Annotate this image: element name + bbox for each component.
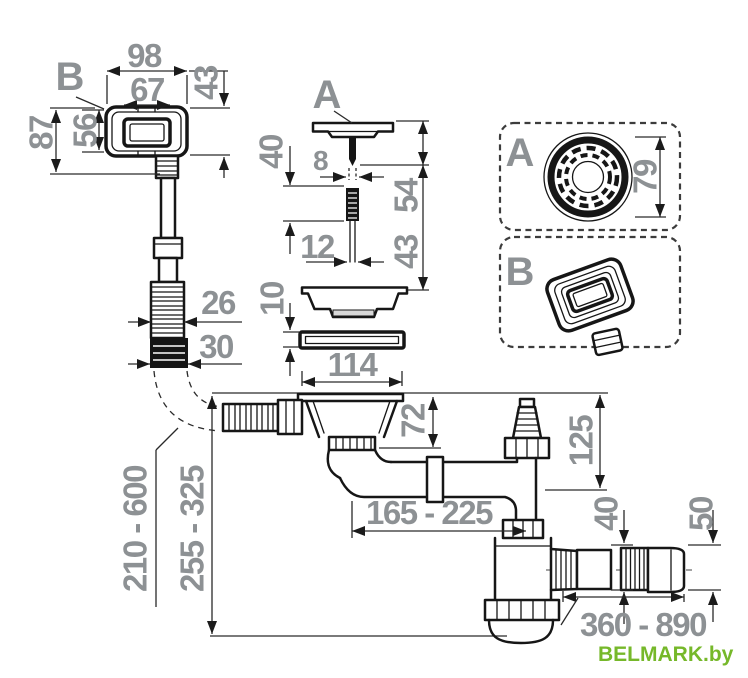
outlet-extension [619,546,686,594]
dimension-lines [50,66,721,634]
watermark: BELMARK.by [598,643,734,666]
callout-drain-cap: A [313,73,342,117]
hose-length-leader [155,427,179,451]
dim-overflow-depth: 87 [23,116,60,150]
dim-pipe-length: 165 - 225 [366,494,493,531]
detail-panel-b [498,235,682,357]
inlet-hose [221,398,304,436]
outlet-length-leader [560,597,579,626]
dim-flange-diameter: 114 [328,346,379,383]
locking-screw [346,188,359,263]
rubber-washer [298,330,406,350]
labels: 98 67 43 56 87 B A 40 8 12 54 43 10 114 … [23,37,734,666]
dim-outlet-end-od: 50 [683,497,720,531]
panel-a-label: A [506,131,535,175]
dim-trap-drop: 255 - 325 [174,465,211,592]
dim-body-height: 72 [395,403,432,438]
sink-flange-body [296,392,405,480]
detail-panel-a [498,121,682,232]
strainer-detail [543,132,633,222]
dim-overflow-height: 56 [67,113,104,148]
callout-overflow: B [56,55,85,99]
dim-strainer-diameter: 79 [627,159,664,194]
dim-hose-small-od: 26 [201,284,236,321]
dim-pin-diameter: 8 [313,145,328,176]
dim-washer-height: 10 [254,282,291,316]
waste-pipe [338,455,518,522]
dim-hose-large-od: 30 [199,328,233,365]
dim-overflow-inner-width: 67 [130,71,164,108]
drain-cap [311,121,395,166]
dim-screw-height: 43 [388,234,425,269]
hose-bend-ghost-inner [186,370,223,408]
cap-pin [349,137,356,166]
dim-hose-length: 210 - 600 [117,466,154,592]
dim-overflow-width: 98 [127,37,162,74]
dim-side-inlet-height: 125 [563,415,600,467]
callout-a-leader [333,110,353,124]
dim-overflow-inner-height: 43 [188,65,225,100]
overflow-cover-3d-stub [591,327,624,357]
reference-lines [210,392,608,637]
dim-screw-diameter: 12 [300,228,335,265]
overflow-hose [149,154,223,432]
overflow-cover-3d [545,257,635,333]
dim-cap-height: 54 [388,177,425,213]
strainer-basket [300,286,409,319]
overflow-cover-front [104,105,189,158]
outlet-pipe [546,547,692,592]
dim-outlet-od: 40 [588,497,625,531]
dim-screw-length: 40 [253,135,290,169]
hose-bend-ghost-outer [153,370,221,432]
side-inlet-nozzle [503,397,551,522]
callout-b-leader [75,96,105,110]
panel-b-label: B [506,250,535,294]
dim-outlet-length: 360 - 890 [580,606,706,643]
bottle-trap [483,518,561,645]
